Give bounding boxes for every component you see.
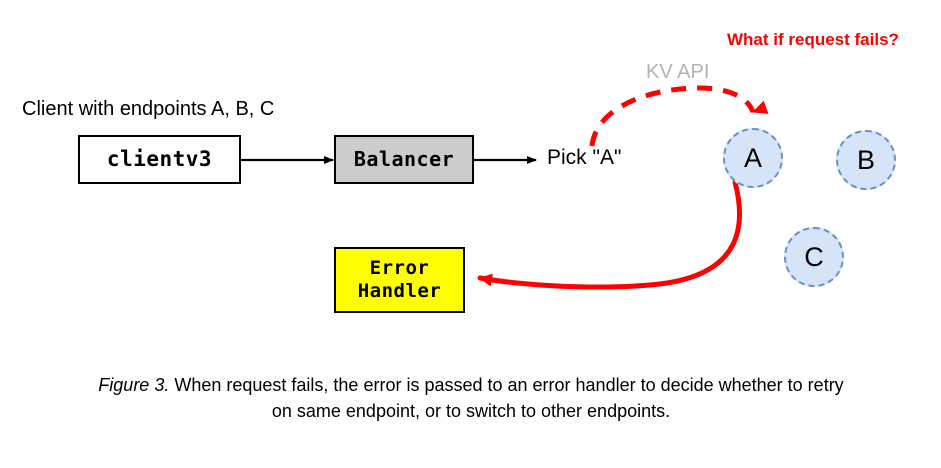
figure-number: Figure 3. (98, 375, 170, 395)
kv-api-label: KV API (646, 61, 710, 83)
clientv3-box: clientv3 (78, 135, 241, 184)
endpoint-circle-c: C (784, 227, 844, 287)
endpoint-b-label: B (856, 144, 875, 175)
endpoint-circle-b: B (836, 130, 896, 190)
figure-caption-text: When request fails, the error is passed … (169, 375, 844, 422)
balancer-box-label: Balancer (353, 147, 455, 172)
error-handler-label-line1: Error (369, 256, 430, 279)
clientv3-box-label: clientv3 (106, 146, 213, 171)
balancer-box: Balancer (334, 135, 474, 184)
pick-a-label: Pick "A" (547, 146, 622, 169)
error-handler-label-line2: Handler (357, 280, 442, 302)
endpoint-c-label: C (804, 241, 824, 272)
arrow-kv-api-request (589, 85, 769, 147)
endpoint-a-label: A (743, 142, 762, 173)
arrow-error-to-handler (477, 179, 743, 290)
what-if-request-fails-annotation: What if request fails? (727, 30, 899, 49)
endpoint-circle-a: A (723, 128, 783, 188)
error-handler-box: Error Handler (334, 247, 465, 313)
figure-caption: Figure 3. When request fails, the error … (88, 372, 854, 424)
client-endpoints-label: Client with endpoints A, B, C (22, 98, 275, 120)
